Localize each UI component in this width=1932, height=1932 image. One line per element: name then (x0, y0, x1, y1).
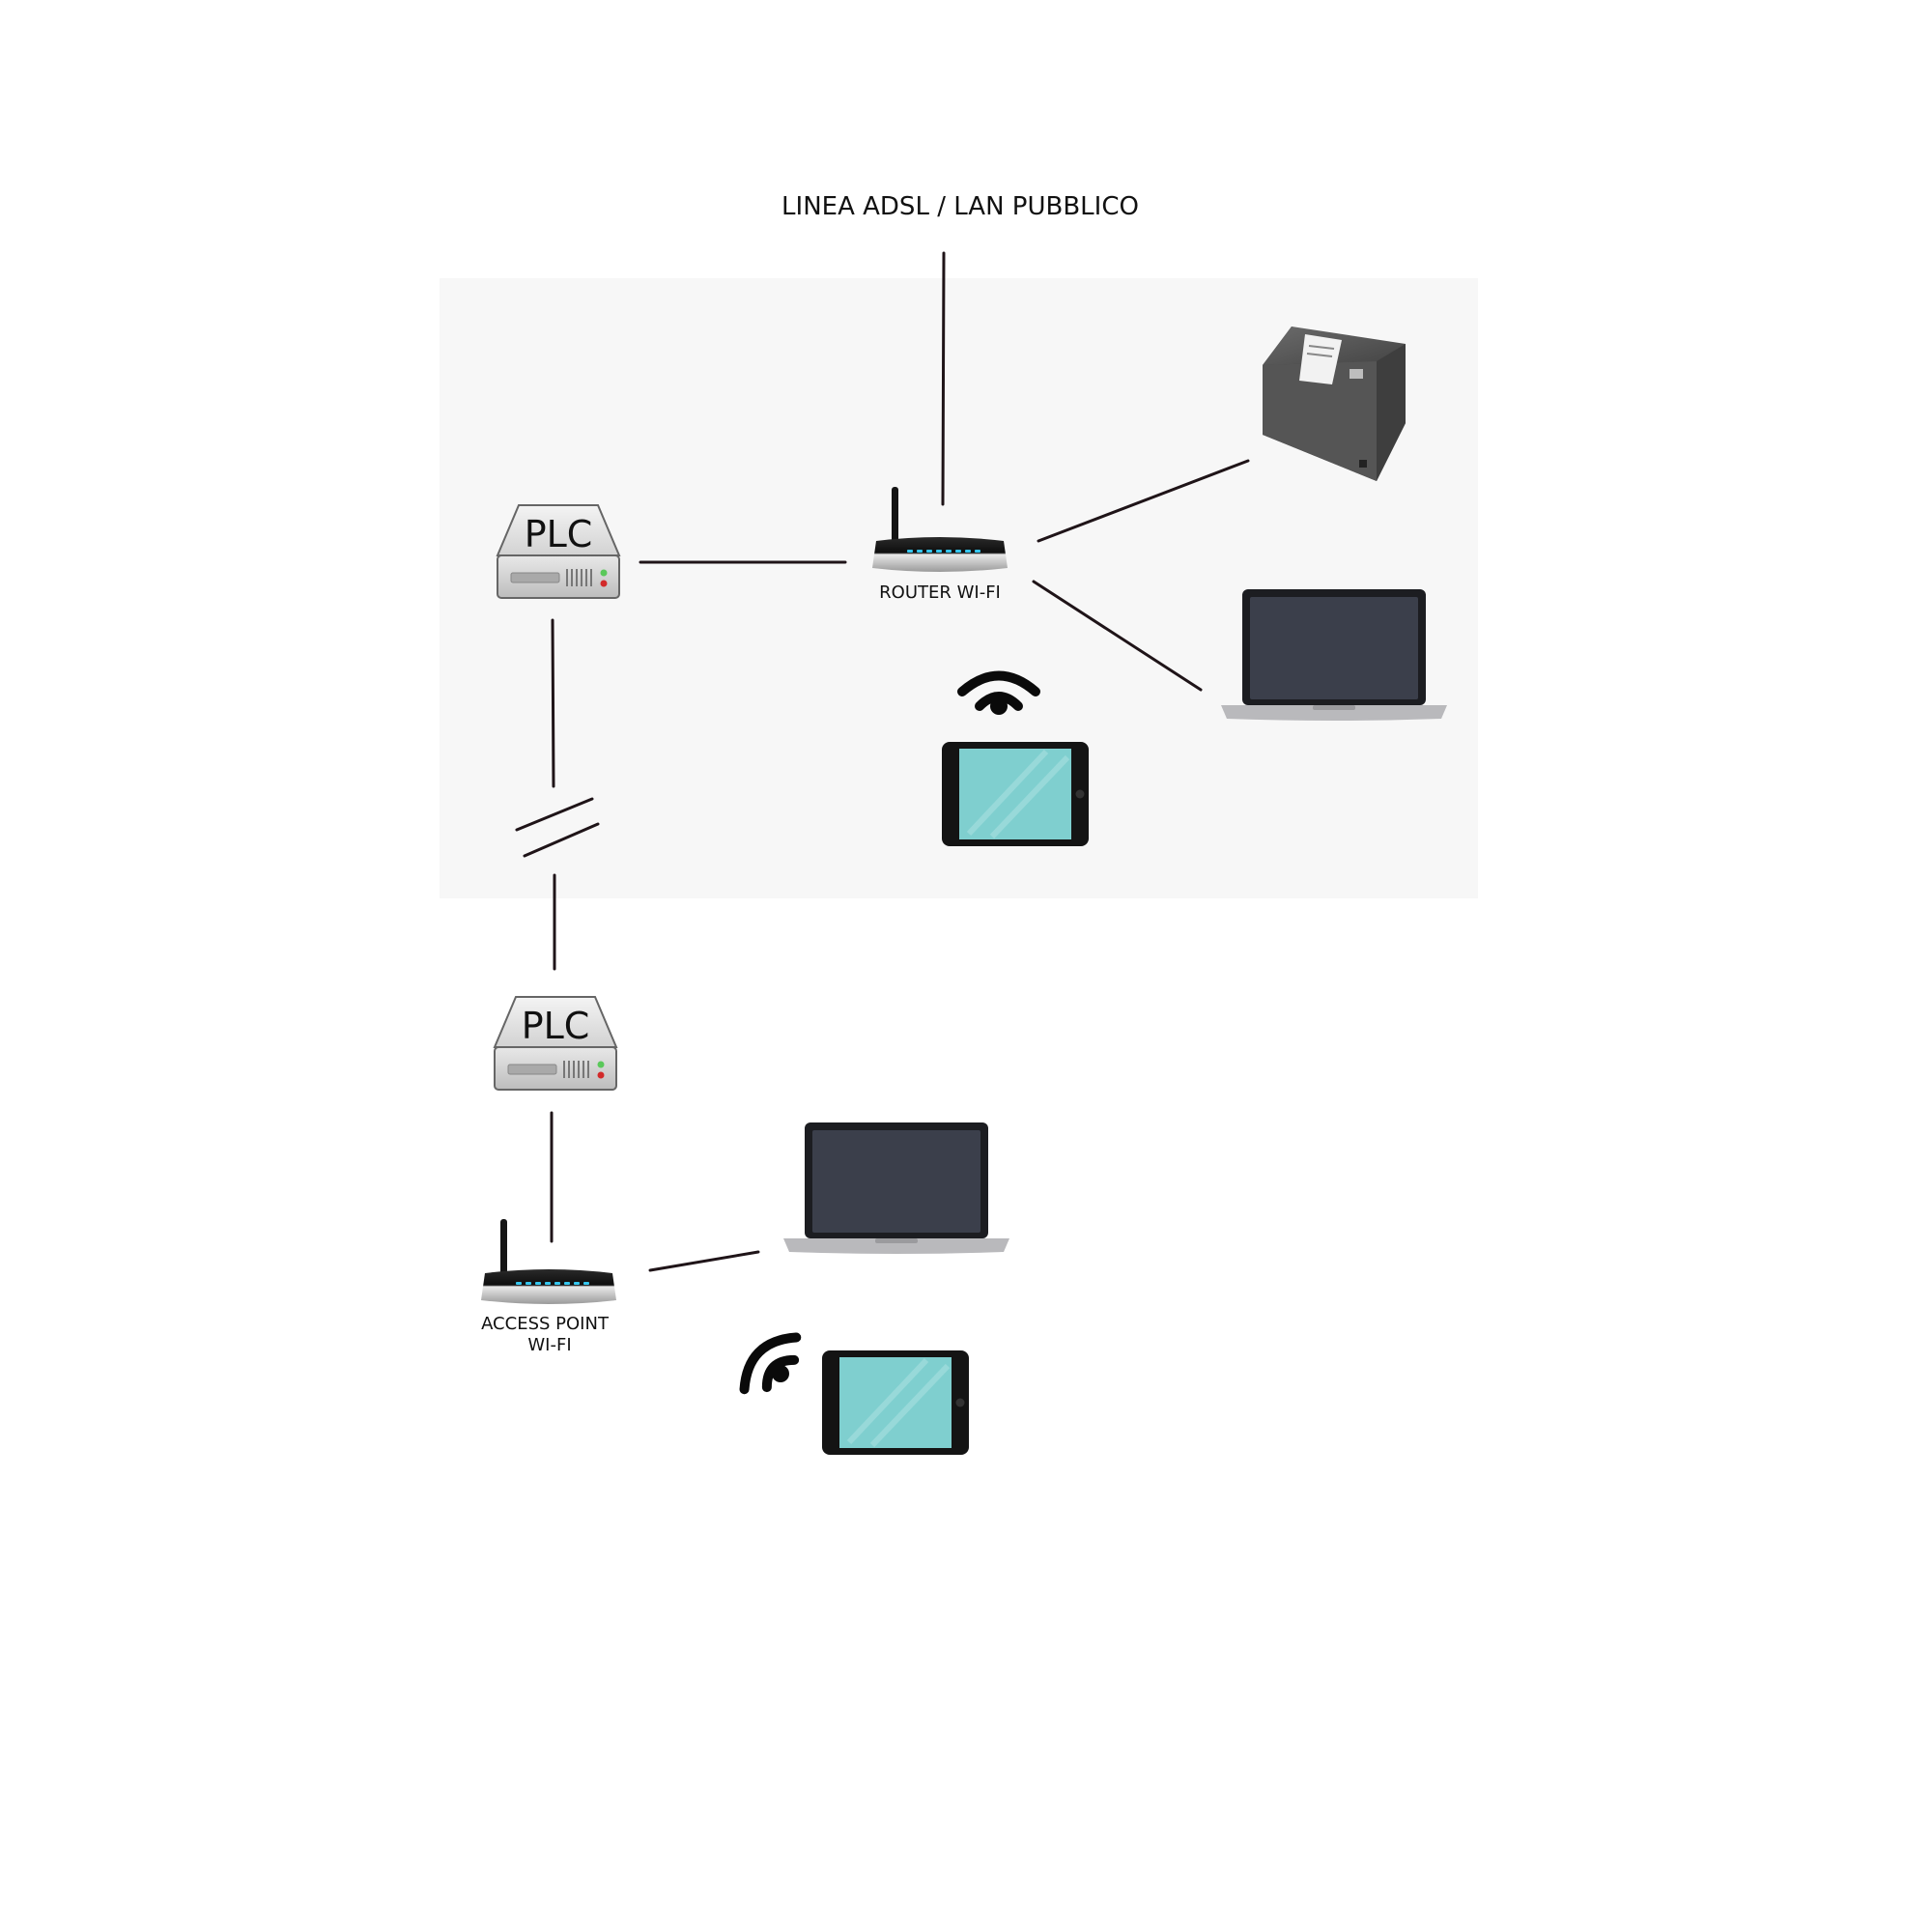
printer-icon (1263, 327, 1406, 481)
access-point-label-line1: ACCESS POINT (481, 1314, 610, 1334)
router-laptop-line (1032, 580, 1203, 692)
router-label: ROUTER WI-FI (879, 582, 1001, 603)
laptop-upper-icon (1221, 589, 1447, 721)
plc-upper-label: PLC (525, 513, 593, 555)
laptop-lower-icon (783, 1122, 1009, 1254)
connections (515, 251, 1250, 1272)
wifi-upper-icon (957, 670, 1040, 715)
break-mark-2 (523, 822, 600, 858)
ap-laptop-line (648, 1250, 760, 1272)
uplink-label: LINEA ADSL / LAN PUBBLICO (781, 192, 1139, 221)
wifi-lower-icon (739, 1332, 802, 1395)
plc-break-upper-line (551, 618, 555, 788)
tablet-upper-icon (942, 742, 1089, 846)
break-mark-1 (515, 797, 594, 832)
access-point-label-line2: WI-FI (527, 1335, 571, 1355)
plc-lower-icon: PLC (494, 996, 617, 1091)
router-printer-line (1037, 459, 1250, 543)
access-point-icon (481, 1219, 616, 1304)
tablet-lower-icon (822, 1350, 969, 1455)
plc-lower-label: PLC (522, 1005, 590, 1047)
plc-upper-icon: PLC (497, 504, 620, 599)
uplink-line (941, 251, 946, 506)
